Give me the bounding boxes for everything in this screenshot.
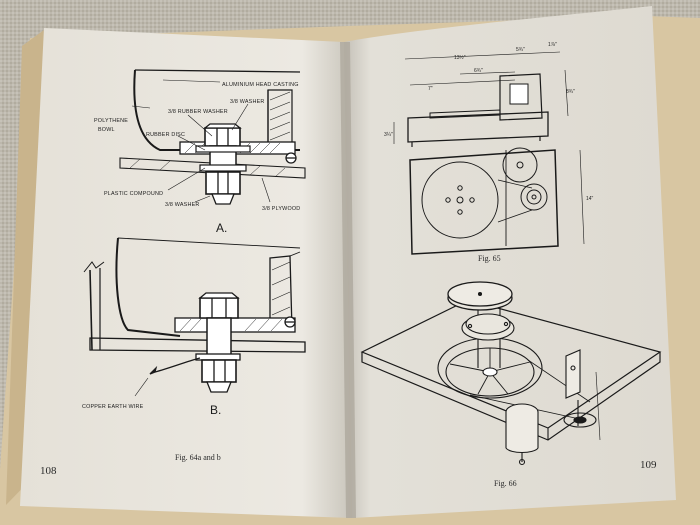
dim-base-height: 3¼" — [384, 132, 393, 138]
figure-64b-letter: B. — [210, 403, 221, 417]
figure-64a-letter: A. — [216, 221, 227, 235]
label-plywood: 3/8 PLYWOOD — [262, 206, 300, 212]
figure-65-dimensions: 13½" 5¾" 1⅞" 7" 6¾" 8¾" 3¼" 14" — [384, 42, 594, 202]
dim-height: 8¾" — [566, 89, 575, 95]
figure-65-caption: Fig. 65 — [478, 254, 501, 263]
label-plastic-compound: PLASTIC COMPOUND — [104, 191, 163, 197]
dim-depth: 14" — [586, 196, 594, 202]
label-washer-bottom: 3/8 WASHER — [165, 202, 199, 208]
figure-66 — [360, 281, 662, 466]
figure-66-caption: Fig. 66 — [494, 479, 517, 488]
figure-65 — [393, 51, 585, 255]
left-page — [20, 28, 352, 518]
figure-64a-labels: ALUMINIUM HEAD CASTING 3/8 RUBBER WASHER… — [94, 82, 300, 235]
label-washer-top: 3/8 WASHER — [230, 99, 264, 105]
dim-overall-width: 13½" — [454, 54, 466, 61]
figure-64-caption: Fig. 64a and b — [175, 453, 221, 462]
right-page-number: 109 — [640, 459, 657, 471]
label-bowl: BOWL — [98, 127, 115, 133]
left-page-number: 108 — [40, 465, 57, 477]
figure-64b — [83, 237, 306, 397]
dim-seven: 7" — [428, 86, 433, 92]
dim-six-three-quarter: 6¾" — [474, 68, 483, 74]
label-rubber-disc: RUBBER DISC — [146, 132, 185, 138]
label-rubber-washer: 3/8 RUBBER WASHER — [168, 109, 228, 115]
label-polythene: POLYTHENE — [94, 118, 128, 124]
figure-64b-labels: COPPER EARTH WIRE B. — [82, 403, 221, 417]
label-aluminium-head-casting: ALUMINIUM HEAD CASTING — [222, 82, 299, 88]
figure-64a — [119, 69, 306, 205]
label-copper-earth-wire: COPPER EARTH WIRE — [82, 404, 144, 410]
dim-edge: 1⅞" — [548, 42, 557, 48]
dim-motor-width: 5¾" — [516, 47, 525, 53]
right-page — [344, 6, 676, 518]
